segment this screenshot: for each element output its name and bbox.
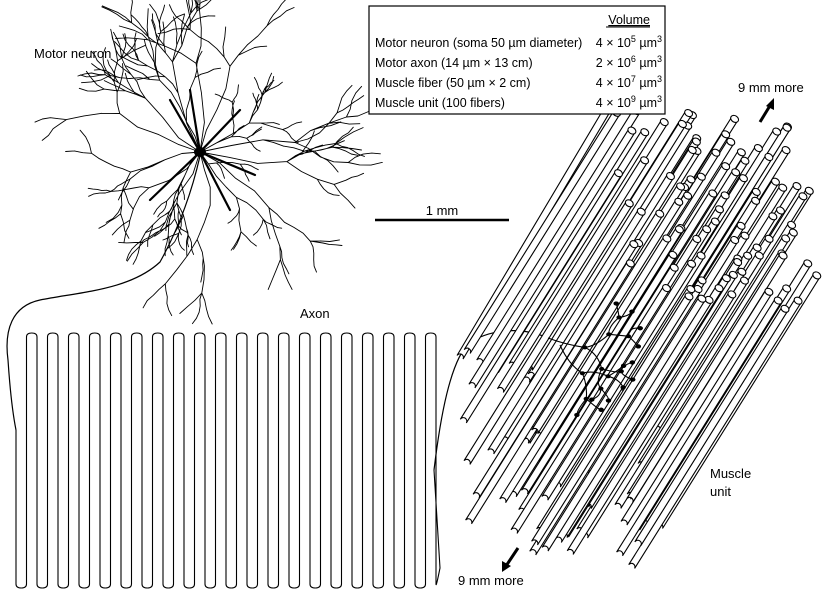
- endplate: [620, 385, 626, 390]
- dendrite-trunks: [148, 88, 257, 212]
- endplate: [635, 344, 641, 349]
- volume-header: Volume: [608, 13, 650, 27]
- endplate: [583, 396, 589, 401]
- axon-initial-segment: [6, 155, 201, 431]
- more-bottom-label: 9 mm more: [458, 573, 524, 588]
- axon-terminals: [547, 301, 643, 417]
- endplate: [618, 369, 624, 374]
- scale-bar-label: 1 mm: [426, 203, 459, 218]
- muscle-unit-label-2: unit: [710, 484, 731, 499]
- more-bottom-arrow: [504, 547, 520, 567]
- more-top-arrowhead: [766, 98, 774, 110]
- muscle-fiber: [510, 284, 671, 534]
- endplate: [629, 360, 635, 365]
- volume-table: Volume Motor neuron (soma 50 µm diameter…: [368, 5, 666, 115]
- muscle-fiber: [487, 207, 646, 455]
- muscle-fiber: [496, 156, 650, 393]
- motor-neuron-soma: [194, 147, 206, 157]
- volume-row-label: Muscle unit (100 fibers): [375, 96, 505, 110]
- muscle-fiber: [531, 197, 684, 435]
- muscle-fiber: [465, 259, 635, 525]
- endplate: [582, 345, 588, 350]
- endplate: [598, 386, 604, 391]
- endplate: [589, 397, 595, 402]
- endplate: [625, 334, 632, 339]
- endplate: [621, 363, 627, 368]
- endplate: [606, 332, 612, 337]
- endplate: [637, 326, 643, 331]
- dendrite-branches: [34, 0, 383, 325]
- axon-label: Axon: [300, 306, 330, 321]
- endplate: [579, 371, 586, 376]
- endplate: [599, 366, 605, 371]
- muscle-fibers: [456, 101, 822, 569]
- endplate: [613, 301, 619, 306]
- endplate: [574, 413, 580, 417]
- endplate: [598, 407, 604, 412]
- muscle-unit-label: Muscle: [710, 466, 751, 481]
- muscle-fiber: [566, 290, 737, 555]
- volume-row-value: 4 × 105 µm3: [596, 34, 662, 50]
- volume-row-label: Muscle fiber (50 µm × 2 cm): [375, 76, 531, 90]
- volume-row-value: 4 × 109 µm3: [596, 94, 662, 110]
- volume-row-label: Motor neuron (soma 50 µm diameter): [375, 36, 582, 50]
- endplate: [605, 374, 611, 379]
- volume-row-value: 4 × 107 µm3: [596, 74, 662, 90]
- muscle-fiber: [531, 292, 694, 546]
- more-bottom-arrowhead: [502, 561, 511, 572]
- muscle-fiber: [616, 296, 783, 557]
- motor-neuron-dendrites: [34, 0, 383, 325]
- axon-folded: [15, 332, 441, 589]
- scale-bar: 1 mm: [375, 203, 509, 222]
- motor-neuron-label: Motor neuron: [34, 46, 111, 61]
- muscle-fiber: [459, 169, 623, 424]
- volume-row-value: 2 × 106 µm3: [596, 54, 662, 70]
- muscle-fiber: [620, 287, 774, 526]
- muscle-fiber: [499, 234, 672, 503]
- endplate: [605, 398, 612, 403]
- endplate: [630, 377, 636, 382]
- muscle-fiber: [628, 296, 803, 569]
- muscle-fiber: [541, 294, 707, 552]
- endplate: [629, 309, 635, 314]
- muscle-fiber: [463, 199, 634, 465]
- volume-row-label: Motor axon (14 µm × 13 cm): [375, 56, 533, 70]
- muscle-fiber: [634, 304, 790, 546]
- endplate: [616, 315, 622, 320]
- more-top-label: 9 mm more: [738, 80, 804, 95]
- muscle-fiber: [521, 250, 678, 495]
- muscle-fiber: [468, 126, 637, 389]
